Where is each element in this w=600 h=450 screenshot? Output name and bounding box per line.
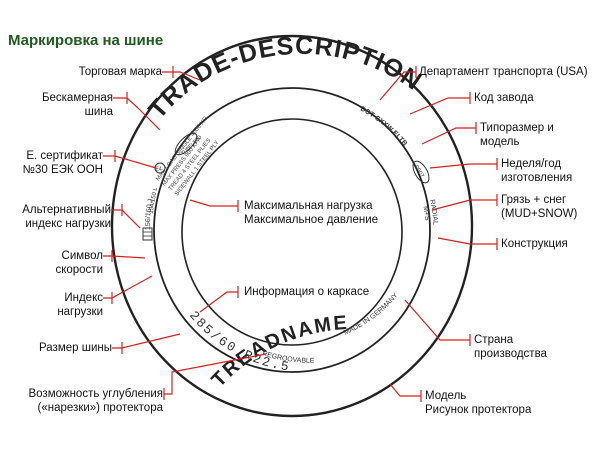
label-dot-department: Департамент транспорта (USA) [419, 66, 588, 78]
alt-load-mark [142, 227, 153, 241]
rim-ring [181, 118, 403, 346]
mud-snow-mark: M+S [421, 206, 430, 222]
tire-dot-text: DOT CXXW ELTB [359, 106, 408, 148]
tire-load-speed-text: 156/150 J [145, 198, 155, 230]
svg-text:E4: E4 [156, 167, 162, 173]
leader-load-index [103, 275, 153, 299]
tire-brand-text: TRADE-DESCRIPTION [143, 32, 427, 124]
diagram-title: Маркировка на шине [8, 32, 164, 49]
label-construction: Конструкция [501, 238, 568, 250]
label-trademark: Торговая марка [78, 66, 162, 78]
tire-inner-ring [153, 87, 431, 373]
leader-dot [379, 71, 416, 101]
leader-construction [437, 237, 497, 245]
label-plant-code: Код завода [474, 92, 534, 104]
label-mud-snow: Грязь + снег(MUD+SNOW) [501, 194, 578, 220]
label-carcass-info: Информация о каркасе [244, 286, 370, 298]
leader-typesize [421, 127, 476, 145]
label-tire-size: Размер шины [39, 342, 112, 354]
leader-alt-load [111, 209, 141, 229]
leader-country [404, 299, 470, 341]
label-regroove: Возможность углубления(«нарезки») протек… [28, 388, 164, 414]
leader-ece [103, 155, 157, 169]
leader-max-load [189, 199, 238, 207]
leader-speed [103, 255, 146, 259]
leader-lines [103, 66, 498, 402]
leader-carcass [199, 291, 238, 313]
leader-trademark [162, 71, 201, 81]
leader-tubeless [113, 97, 139, 109]
leader-mudsnow [431, 199, 497, 211]
leader-model [389, 383, 421, 397]
leader-plant [409, 97, 470, 115]
alt-load-text: 154/150 L [148, 186, 159, 214]
leader-weekyear [429, 163, 497, 169]
tire-outer-ring [110, 34, 474, 418]
leader-regroove [164, 353, 267, 395]
tire-radial-text: RADIAL [428, 199, 438, 225]
leader-tubeless-2 [137, 107, 161, 131]
